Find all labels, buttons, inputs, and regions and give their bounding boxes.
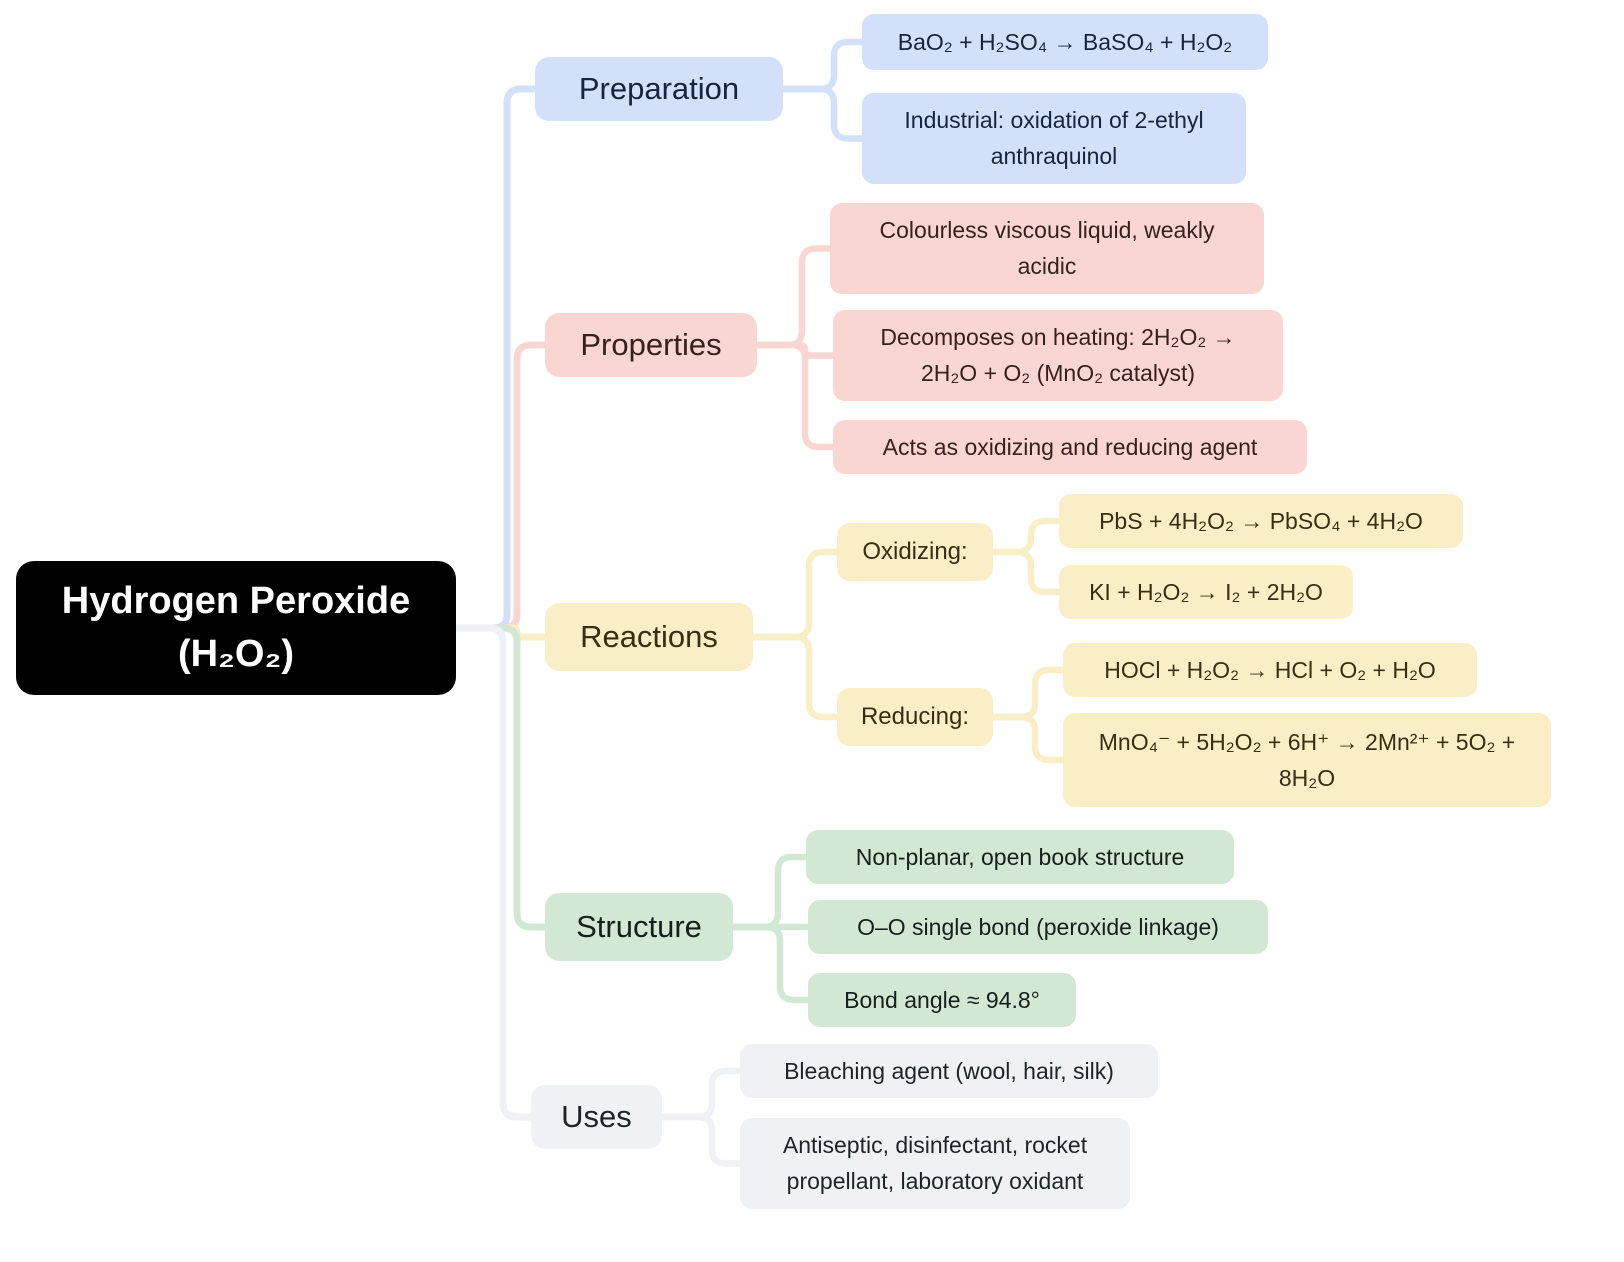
branch-node-properties: Properties [545,313,757,377]
branch-node-structure: Structure [545,893,733,961]
reactions-oxidizing-node: Oxidizing: [837,523,993,581]
branch-node-preparation: Preparation [535,57,783,121]
structure-nonplanar-node: Non-planar, open book structure [806,830,1234,885]
properties-decomposes-node: Decomposes on heating: 2H₂O₂ → 2H₂O + O₂… [833,310,1283,401]
reactions-reducing-node: Reducing: [837,688,993,746]
branch-node-reactions: Reactions [545,603,753,671]
root-node-hydrogen-peroxide: Hydrogen Peroxide (H₂O₂) [16,561,456,696]
properties-colourless-node: Colourless viscous liquid, weakly acidic [830,203,1264,294]
oxidizing-ki-equation-node: KI + H₂O₂ → I₂ + 2H₂O [1059,565,1353,620]
structure-oo-bond-node: O–O single bond (peroxide linkage) [808,900,1268,955]
reducing-mno4-equation-node: MnO₄⁻ + 5H₂O₂ + 6H⁺ → 2Mn²⁺ + 5O₂ + 8H₂O [1063,713,1551,807]
root-title-line1: Hydrogen Peroxide [61,580,411,622]
structure-bond-angle-node: Bond angle ≈ 94.8° [808,973,1076,1028]
properties-oxidizing-reducing-node: Acts as oxidizing and reducing agent [833,420,1307,475]
root-title-line2: (H₂O₂) [177,633,295,676]
preparation-industrial-node: Industrial: oxidation of 2-ethyl anthraq… [862,93,1246,184]
reducing-hocl-equation-node: HOCl + H₂O₂ → HCl + O₂ + H₂O [1063,643,1477,698]
uses-antiseptic-node: Antiseptic, disinfectant, rocket propell… [740,1118,1130,1209]
branch-node-uses: Uses [531,1085,662,1149]
oxidizing-pbs-equation-node: PbS + 4H₂O₂ → PbSO₄ + 4H₂O [1059,494,1463,549]
preparation-equation-node: BaO₂ + H₂SO₄ → BaSO₄ + H₂O₂ [862,14,1268,70]
uses-bleaching-node: Bleaching agent (wool, hair, silk) [740,1044,1158,1099]
